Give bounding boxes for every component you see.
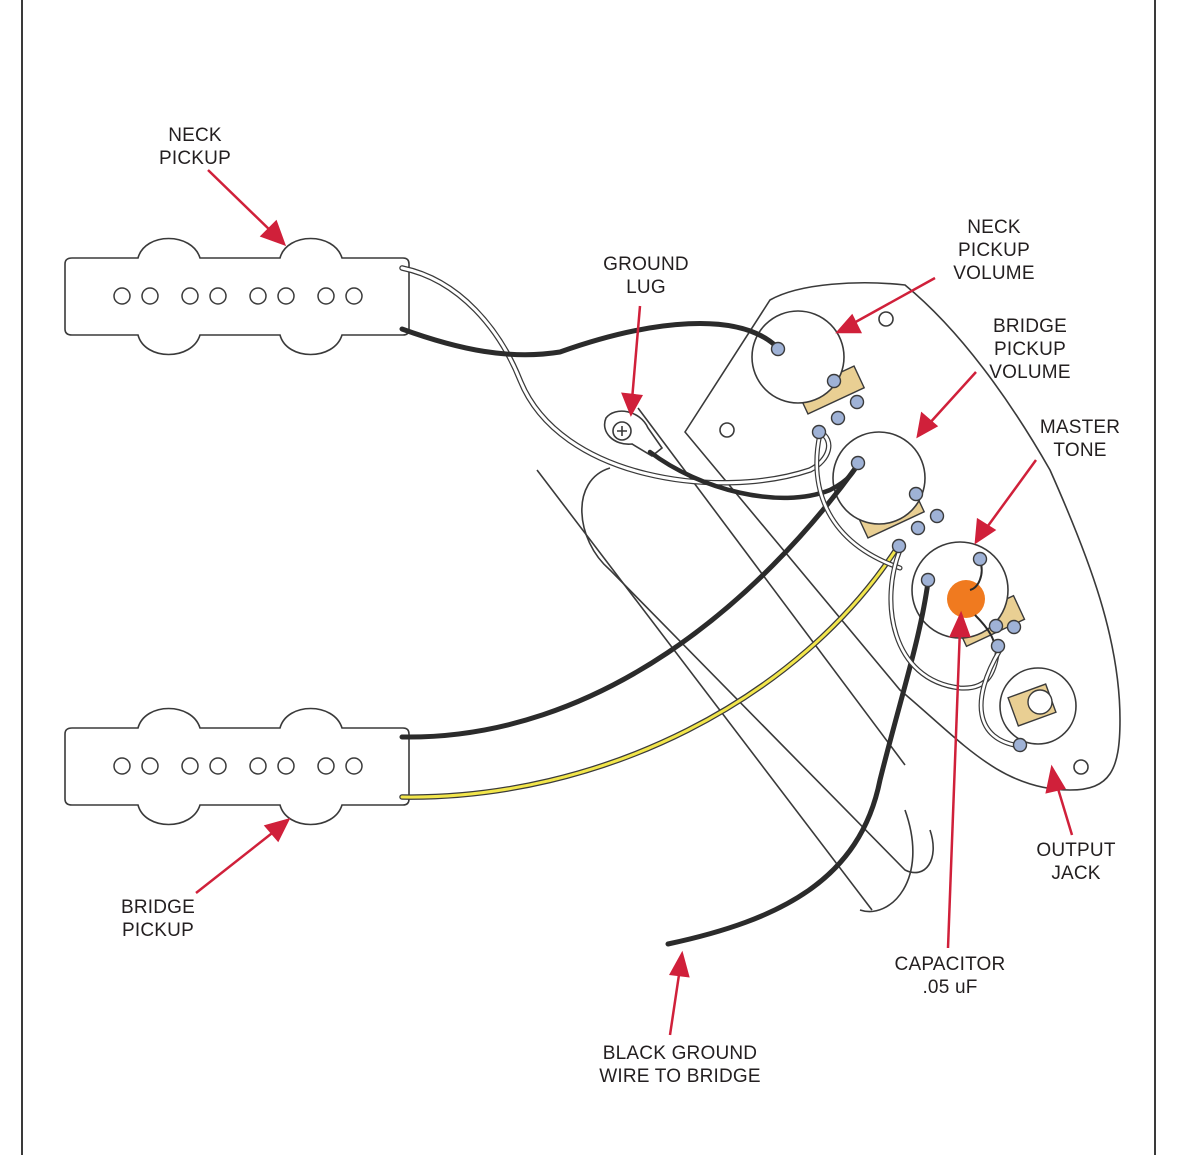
pole-piece <box>113 287 131 305</box>
pole-piece <box>345 287 363 305</box>
neck-pickup-icon <box>64 237 410 356</box>
solder-lugs <box>770 341 1028 753</box>
pole-piece <box>113 757 131 775</box>
pole-piece <box>209 287 227 305</box>
pole-piece <box>345 757 363 775</box>
pickguard-outline <box>536 407 934 913</box>
pole-pieces <box>113 287 363 775</box>
control-plate-icon <box>684 282 1121 791</box>
plate-screw-hole <box>1073 759 1089 775</box>
wires <box>399 265 1023 947</box>
plate-screw-hole <box>878 311 894 327</box>
bridge-pickup-icon <box>64 707 410 826</box>
pole-piece <box>141 757 159 775</box>
capacitor-label: CAPACITOR.05 uF <box>894 954 1006 998</box>
frame <box>21 0 1156 1155</box>
pole-piece <box>209 757 227 775</box>
pole-piece <box>249 287 267 305</box>
pole-piece <box>249 757 267 775</box>
pole-piece <box>317 287 335 305</box>
pole-piece <box>277 287 295 305</box>
pole-piece <box>141 287 159 305</box>
pole-piece <box>181 287 199 305</box>
pole-piece <box>277 757 295 775</box>
ground-lug-icon <box>603 410 664 457</box>
pole-piece <box>181 757 199 775</box>
output-jack-icon <box>999 667 1077 745</box>
capacitor-icon <box>947 580 985 618</box>
pole-piece <box>317 757 335 775</box>
pot-icon <box>751 310 866 415</box>
plate-screw-hole <box>719 422 735 438</box>
arrows <box>195 169 1074 1036</box>
pot-icon <box>832 431 926 539</box>
